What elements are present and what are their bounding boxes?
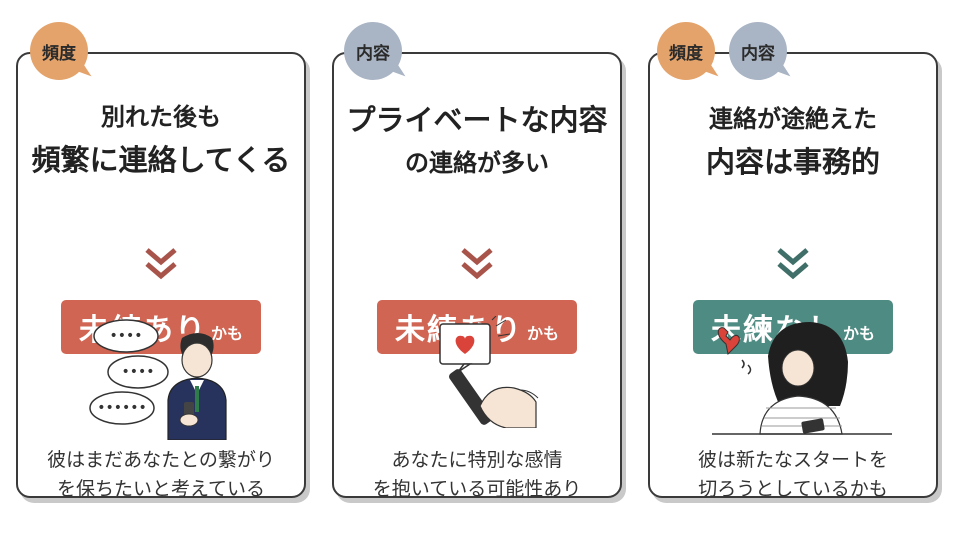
caption-line-1: 彼は新たなスタートを <box>697 449 888 471</box>
tag-content: 内容 <box>729 22 787 80</box>
tag-frequency: 頻度 <box>30 22 88 80</box>
svg-text:••••: •••• <box>109 328 142 344</box>
caption-line-2: を抱いている可能性あり <box>372 477 582 500</box>
caption-line-2: を保ちたいと考えている <box>56 477 266 500</box>
headline-line-2: 頻繁に連絡してくる <box>31 143 291 177</box>
card-private-content: プライベートな内容 の連絡が多い 未練あり かも あなたに特別な感情 を抱いてい… <box>332 52 622 500</box>
verdict-sub: かも <box>842 324 876 343</box>
caption: 彼はまだあなたとの繋がり を保ちたいと考えている <box>18 446 304 503</box>
chevron-down-icon <box>461 248 493 280</box>
card-no-contact: 連絡が途絶えた 内容は事務的 未練なし かも 彼は新たなスタートを 切ろうとして… <box>648 52 938 500</box>
verdict-sub: かも <box>526 324 560 343</box>
headline-line-1: 別れた後も <box>101 103 221 131</box>
chevron-down-icon <box>777 248 809 280</box>
caption: 彼は新たなスタートを 切ろうとしているかも <box>650 446 936 503</box>
headline-line-2: 内容は事務的 <box>705 145 880 179</box>
headline-line-1: プライベートな内容 <box>346 103 608 137</box>
headline-line-2: の連絡が多い <box>405 149 549 177</box>
verdict-sub: かも <box>210 324 244 343</box>
svg-text:••••: •••• <box>121 364 154 380</box>
tag-frequency: 頻度 <box>657 22 715 80</box>
caption: あなたに特別な感情 を抱いている可能性あり <box>334 446 620 503</box>
man-with-phone-illustration: •••• •••• •••••• <box>89 319 227 440</box>
caption-line-1: 彼はまだあなたとの繋がり <box>47 449 275 471</box>
headline-line-1: 連絡が途絶えた <box>709 105 877 133</box>
phone-heart-illustration <box>439 316 539 428</box>
tag-content: 内容 <box>344 22 402 80</box>
svg-text:••••••: •••••• <box>97 400 147 416</box>
caption-line-2: 切ろうとしているかも <box>698 477 888 500</box>
caption-line-1: あなたに特別な感情 <box>391 449 563 471</box>
card-frequent-contact: 別れた後も 頻繁に連絡してくる 未練あり かも •••• •••• ••••••… <box>16 52 306 500</box>
chevron-down-icon <box>145 248 177 280</box>
woman-broken-heart-illustration <box>712 322 892 435</box>
